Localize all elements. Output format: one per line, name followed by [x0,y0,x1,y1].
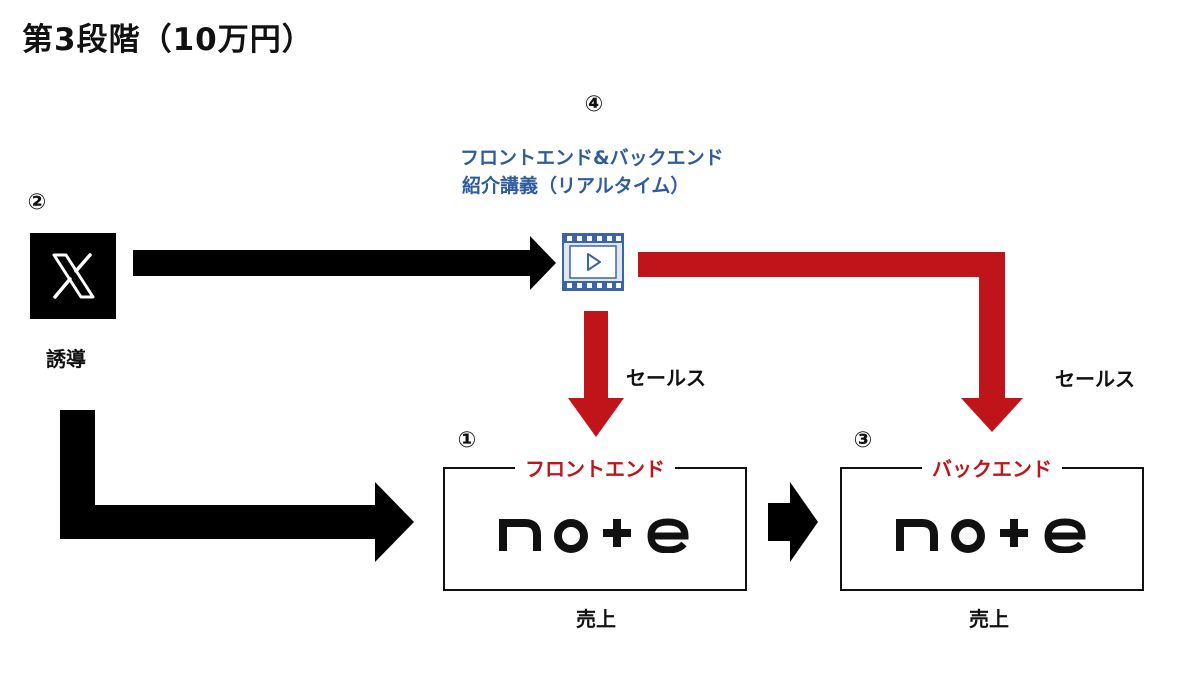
step-number-3: ③ [853,428,873,453]
arrow-lecture-to-backend [638,252,1023,432]
lecture-label-line2: 紹介講義（リアルタイム） [462,175,690,197]
arrow-lecture-to-frontend [568,311,624,437]
backend-caption: 売上 [969,607,1009,631]
x-logo-icon[interactable] [30,233,116,319]
step-number-2: ② [27,190,47,215]
arrow-frontend-to-backend [768,482,818,562]
frontend-note-box[interactable]: フロントエンド [443,453,747,591]
arrow-x-to-lecture [133,236,556,290]
backend-tag: バックエンド [922,453,1062,482]
note-logo-icon [499,518,689,553]
arrow-x-to-frontend [60,410,414,562]
video-film-icon[interactable] [562,233,624,291]
sales-label-right: セールス [1055,367,1135,391]
note-logo-icon [896,518,1086,553]
sales-label-left: セールス [626,366,706,390]
frontend-tag: フロントエンド [515,453,675,482]
frontend-caption: 売上 [576,607,616,631]
lecture-label-line1: フロントエンド&バックエンド [460,147,724,169]
step-number-4: ④ [584,92,604,117]
backend-note-box[interactable]: バックエンド [840,453,1144,591]
x-caption: 誘導 [46,347,86,371]
step-number-1: ① [457,428,477,453]
page-title: 第3段階（10万円） [22,22,314,58]
